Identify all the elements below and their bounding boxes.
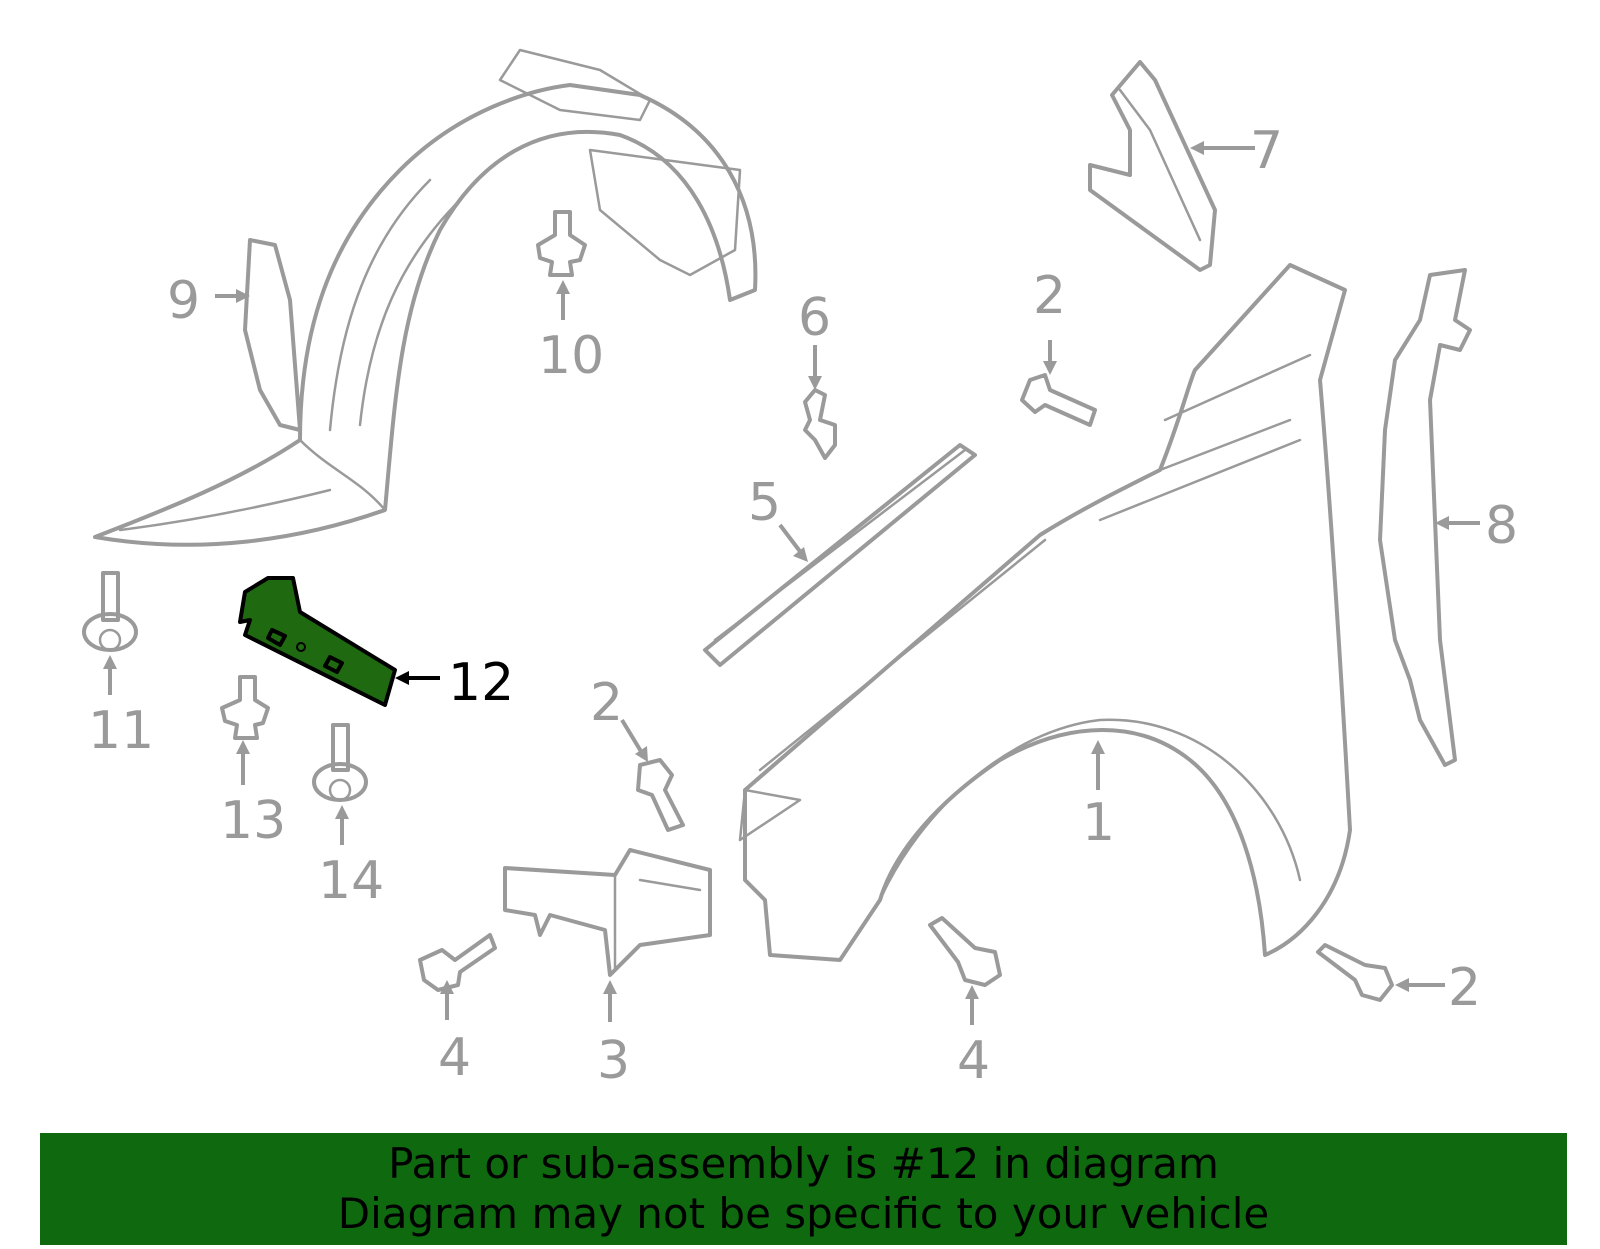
- part-14-screw[interactable]: [312, 723, 368, 802]
- part-5-seal[interactable]: [703, 443, 977, 667]
- callout-2-top: 2: [1033, 266, 1066, 326]
- part-2-bolt-middle[interactable]: [636, 758, 685, 832]
- callout-7: 7: [1250, 121, 1283, 181]
- callout-6: 6: [798, 288, 831, 348]
- part-13-clip[interactable]: [220, 675, 270, 740]
- callout-4-left: 4: [438, 1028, 471, 1088]
- callout-4-right: 4: [957, 1031, 990, 1091]
- callout-2-middle: 2: [590, 673, 623, 733]
- part-4-bolt-left[interactable]: [418, 933, 497, 992]
- part-10-clip[interactable]: [536, 210, 587, 277]
- part-9-fender-liner[interactable]: [93, 48, 758, 547]
- callout-3: 3: [597, 1031, 630, 1091]
- part-8-seal[interactable]: [1378, 268, 1472, 767]
- part-3-bracket[interactable]: [503, 848, 712, 977]
- parts-diagram: 9 10 2 6 5 7 8 1 2 2 4 4 3 11 13 14 12: [82, 48, 1518, 1091]
- callout-10: 10: [538, 326, 604, 386]
- part-12-highlighted-bracket[interactable]: [238, 576, 397, 707]
- callout-9: 9: [167, 271, 200, 331]
- part-6-clip[interactable]: [803, 388, 837, 460]
- part-1-fender[interactable]: [738, 263, 1352, 962]
- callout-5: 5: [748, 473, 781, 533]
- callout-arrows: [103, 141, 1480, 1025]
- part-7-bracket[interactable]: [1088, 60, 1217, 272]
- part-11-screw[interactable]: [82, 571, 138, 652]
- callout-12: 12: [448, 653, 514, 713]
- banner-line-2: Diagram may not be specific to your vehi…: [337, 1189, 1270, 1238]
- banner-line-1: Part or sub-assembly is #12 in diagram: [388, 1139, 1219, 1188]
- callout-11: 11: [88, 701, 154, 761]
- callout-2-bottom: 2: [1448, 958, 1481, 1018]
- part-2-bolt-bottom-right[interactable]: [1316, 943, 1394, 1002]
- callout-1: 1: [1082, 793, 1115, 853]
- part-2-bolt-top[interactable]: [1020, 373, 1097, 427]
- callout-14: 14: [318, 851, 384, 911]
- callout-13: 13: [220, 791, 286, 851]
- info-banner: Part or sub-assembly is #12 in diagram D…: [40, 1133, 1567, 1245]
- part-4-bolt-right[interactable]: [928, 916, 1002, 987]
- callout-8: 8: [1485, 496, 1518, 556]
